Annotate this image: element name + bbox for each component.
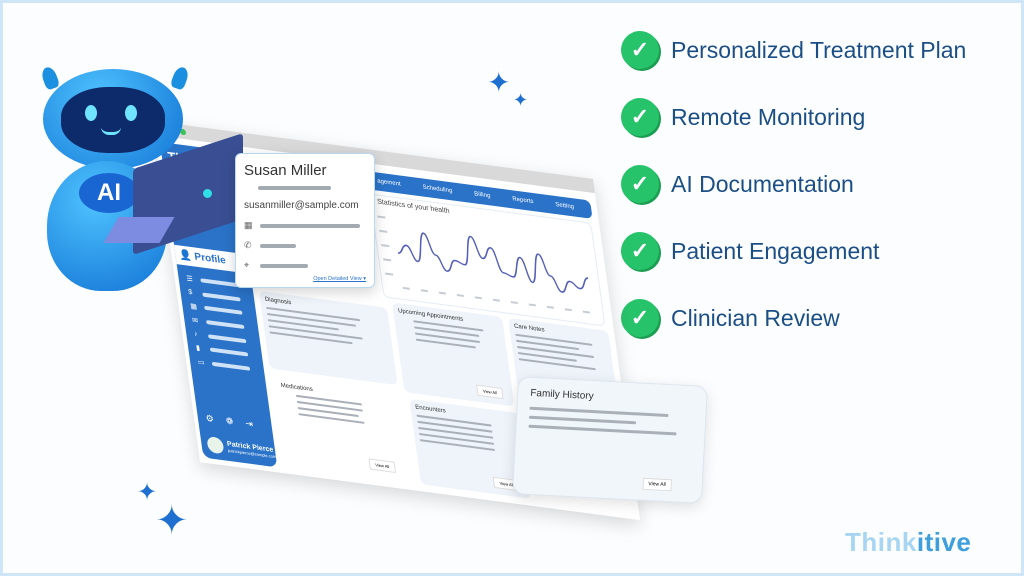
health-line [397, 232, 589, 293]
feature-item: ✓ Patient Engagement [621, 232, 879, 270]
feature-label: AI Documentation [671, 170, 854, 197]
x-tick [582, 310, 590, 314]
nav-scheduling[interactable]: Scheduling [422, 184, 453, 195]
calendar-icon: ▦ [244, 220, 253, 230]
x-tick [492, 298, 500, 302]
location-pin-icon: ⌖ [244, 260, 250, 270]
upcoming-appointments-card: Upcoming Appointments View All [392, 302, 515, 407]
feature-label: Personalized Treatment Plan [671, 36, 967, 63]
message-icon: ✉ [191, 317, 199, 326]
phone-icon: ✆ [244, 240, 252, 250]
sparkle-icon: ✦ [487, 67, 511, 98]
family-history-card: Family History View All [512, 376, 708, 504]
y-tick [383, 258, 392, 262]
ai-robot-illustration: AI [33, 61, 263, 301]
health-stats-chart [377, 215, 590, 314]
chart-icon: ▮ [195, 344, 201, 353]
feature-item: ✓ AI Documentation [621, 165, 854, 203]
feature-item: ✓ Personalized Treatment Plan [621, 31, 966, 69]
feature-item: ✓ Remote Monitoring [621, 98, 865, 136]
view-all-button[interactable]: View All [368, 458, 396, 473]
patient-email: susanmiller@sample.com [244, 200, 359, 211]
x-tick [402, 286, 410, 290]
sparkle-icon: ✦ [155, 499, 189, 543]
diagnosis-card: Diagnosis [258, 290, 398, 386]
nav-reports[interactable]: Reports [512, 196, 534, 206]
x-tick [438, 291, 446, 295]
nav-setting[interactable]: Setting [555, 201, 575, 211]
calendar-icon: ▦ [189, 302, 198, 311]
x-tick [564, 308, 572, 312]
check-circle-icon: ✓ [621, 299, 659, 337]
x-tick [474, 296, 482, 300]
sparkle-icon: ✦ [137, 479, 158, 506]
ai-badge: AI [79, 173, 139, 213]
y-tick [381, 244, 390, 248]
thinkitive-logo: Thinkitive [845, 527, 972, 557]
nav-billing[interactable]: Billing [473, 191, 491, 200]
y-tick [377, 215, 386, 219]
x-tick [420, 289, 428, 293]
x-tick [510, 301, 518, 305]
brain-icon[interactable]: ❁ [225, 415, 235, 427]
x-tick [456, 293, 464, 297]
avatar [206, 436, 225, 455]
logout-icon[interactable]: ⇥ [244, 418, 254, 430]
check-circle-icon: ✓ [621, 98, 659, 136]
feature-label: Remote Monitoring [671, 103, 866, 130]
bell-icon: ♪ [193, 330, 199, 338]
dashboard-window: ThinkE 👤 Profile ☰ $ ▦ ✉ ♪ ▮ ▭ ⚙❁⇥ Patri… [153, 121, 641, 521]
book-icon: ▭ [197, 358, 206, 367]
view-all-button[interactable]: View All [642, 477, 673, 492]
check-circle-icon: ✓ [621, 31, 659, 69]
check-circle-icon: ✓ [621, 165, 659, 203]
sparkle-icon: ✦ [513, 90, 529, 110]
nav-management[interactable]: agement [376, 178, 402, 188]
patient-name: Susan Miller [244, 162, 327, 179]
view-all-button[interactable]: View All [476, 384, 504, 400]
feature-label: Clinician Review [671, 304, 840, 331]
medications-card: Medications View All [274, 377, 407, 481]
y-tick [385, 272, 394, 276]
y-tick [379, 229, 388, 233]
robot-face [61, 87, 165, 153]
x-tick [546, 305, 554, 309]
patient-card: Susan Miller susanmiller@sample.com ▦ ✆ … [235, 153, 375, 288]
feature-item: ✓ Clinician Review [621, 299, 840, 337]
gear-icon[interactable]: ⚙ [205, 412, 215, 425]
health-stats-card: Statistics of your health [369, 193, 606, 327]
feature-label: Patient Engagement [671, 237, 880, 264]
open-detailed-view-link[interactable]: Open Detailed View ▾ [313, 276, 366, 282]
check-circle-icon: ✓ [621, 232, 659, 270]
family-history-title: Family History [530, 387, 594, 403]
x-tick [528, 303, 536, 307]
